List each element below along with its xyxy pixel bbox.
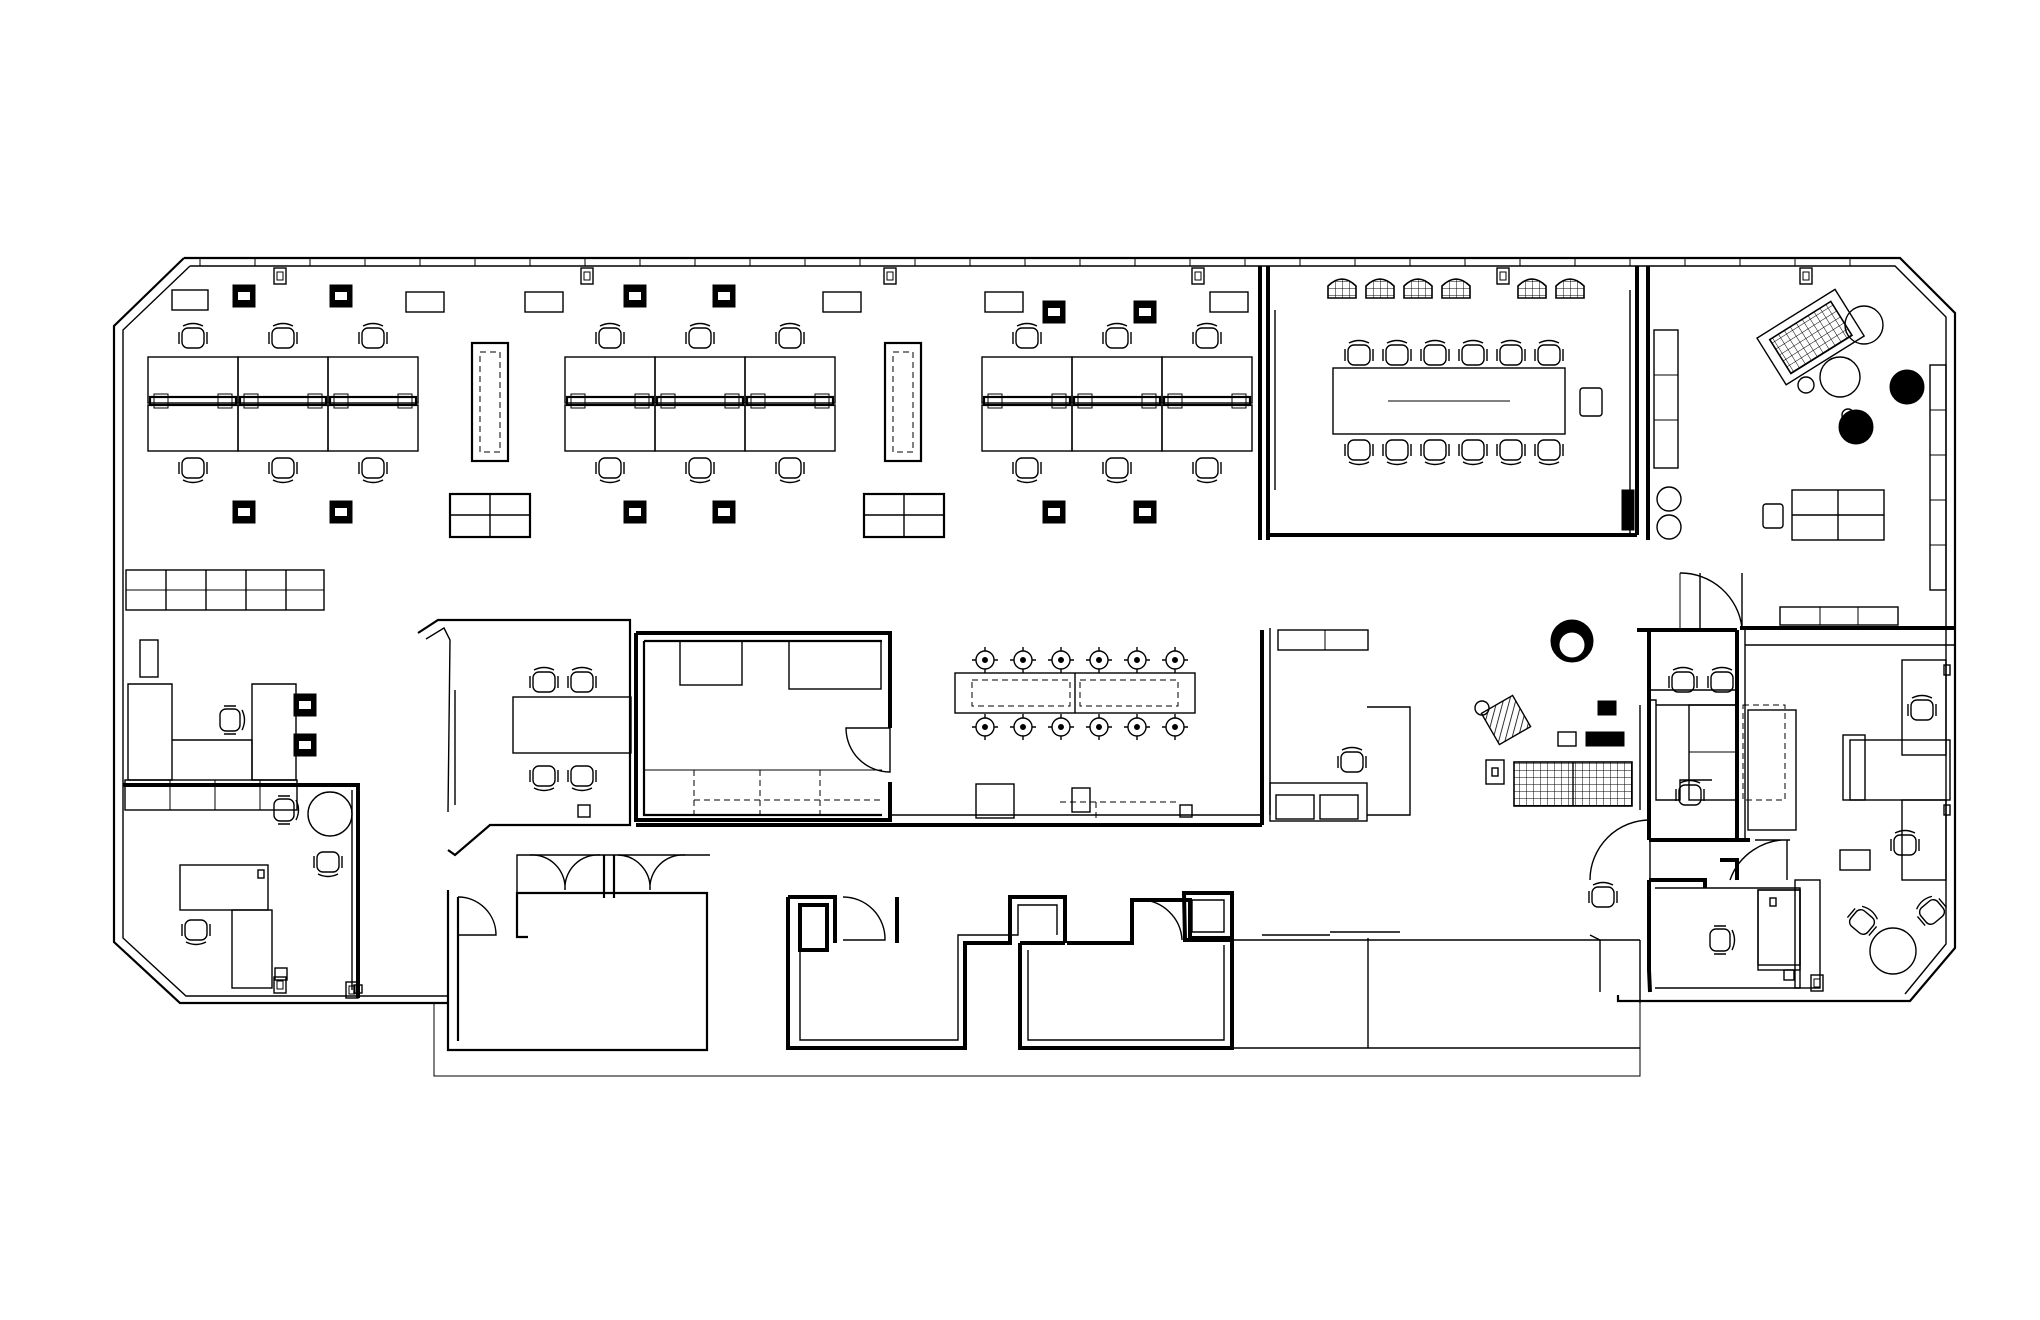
task-chair-icon [1133,500,1157,524]
task-chair-icon [1907,694,1937,721]
waiting-area [1474,619,1633,807]
task-chair-icon [1675,779,1705,806]
task-chair-icon [623,284,647,308]
task-chair-icon [1458,439,1488,466]
task-chair-icon [1102,322,1132,349]
task-chair-icon [1192,457,1222,484]
boardroom [1258,266,1639,540]
exterior-wall [112,256,1957,1077]
stool-icon [972,714,998,740]
lounge-chair-icon [1327,278,1357,299]
task-chair-icon [775,457,805,484]
stool-icon [1010,714,1036,740]
stool-icon [1086,647,1112,673]
task-chair-icon [1102,457,1132,484]
task-chair-icon [1042,500,1066,524]
task-chair-icon [293,733,317,757]
stool-icon [972,647,998,673]
task-chair-icon [1915,895,1948,927]
task-chair-icon [1534,439,1564,466]
lounge-chair-icon [1555,278,1585,299]
task-chair-icon [1846,905,1879,937]
task-chair-icon [623,500,647,524]
task-chair-icon [685,322,715,349]
task-chair-icon [293,693,317,717]
task-chair-icon [595,457,625,484]
task-chair-icon [313,851,343,878]
task-chair-icon [232,284,256,308]
task-chair-icon [1344,339,1374,366]
task-chair-icon [1012,457,1042,484]
stool-icon [1124,714,1150,740]
task-chair-icon [358,322,388,349]
task-chair-icon [219,705,246,735]
guest-chairs [232,284,1157,757]
task-chair-icon [1496,439,1526,466]
lounge [1646,266,1947,626]
bench-stools [972,647,1188,740]
stool-icon [1010,647,1036,673]
service-core [446,854,1641,1052]
task-chair-icon [712,500,736,524]
stool-icon [1162,714,1188,740]
task-chair-icon [1133,300,1157,324]
lounge-chair-icon [1838,369,1925,445]
storage-cabinets [125,341,946,611]
task-chair-icon [1042,300,1066,324]
task-chair-icon [1192,322,1222,349]
task-chair-icon [178,322,208,349]
window-mullions [199,258,1851,266]
stool-icon [1124,647,1150,673]
task-chair-icon [529,765,559,792]
task-chair-icon [1707,666,1737,693]
task-chair-icon [1420,439,1450,466]
task-chair-icon [268,322,298,349]
task-chair-icon [1382,339,1412,366]
task-chair-icon [329,500,353,524]
task-chair-icon [595,322,625,349]
task-chair-icon [1420,339,1450,366]
task-chair-icon [232,500,256,524]
task-chair-icon [1012,322,1042,349]
task-chair-icon [1337,746,1367,773]
task-chair-icon [1344,439,1374,466]
task-chair-icon [178,457,208,484]
private-office-left [123,639,363,998]
task-chair-icon [273,795,300,825]
lounge-chair-icon [1517,278,1547,299]
task-chair-icon [1588,881,1618,908]
task-chair-icon [1496,339,1526,366]
stool-icon [1048,647,1074,673]
task-chair-icon [712,284,736,308]
task-chair-icon [358,457,388,484]
task-chair-icon [329,284,353,308]
task-chair-icon [1458,339,1488,366]
lounge-chair-icon [1365,278,1395,299]
task-chair-icon [775,322,805,349]
task-chair-icon [1382,439,1412,466]
column-markers [273,267,1824,999]
stool-icon [1162,647,1188,673]
stool-icon [1086,714,1112,740]
task-chair-icon [685,457,715,484]
lounge-chair-icon [1441,278,1471,299]
task-chair-icon [567,765,597,792]
lounge-chair-icon [1403,278,1433,299]
task-chair-icon [1534,339,1564,366]
task-chairs [178,322,1948,955]
stool-icon [1048,714,1074,740]
task-chair-icon [1709,925,1736,955]
task-chair-icon [529,666,559,693]
task-chair-icon [1668,666,1698,693]
workstation-clusters [147,356,1253,452]
task-chair-icon [181,919,211,946]
task-chair-icon [1890,829,1920,856]
task-chair-icon [268,457,298,484]
wall-panels [171,289,1249,313]
interior-rooms [417,618,1411,857]
private-offices-east [1589,572,1955,993]
task-chair-icon [567,666,597,693]
